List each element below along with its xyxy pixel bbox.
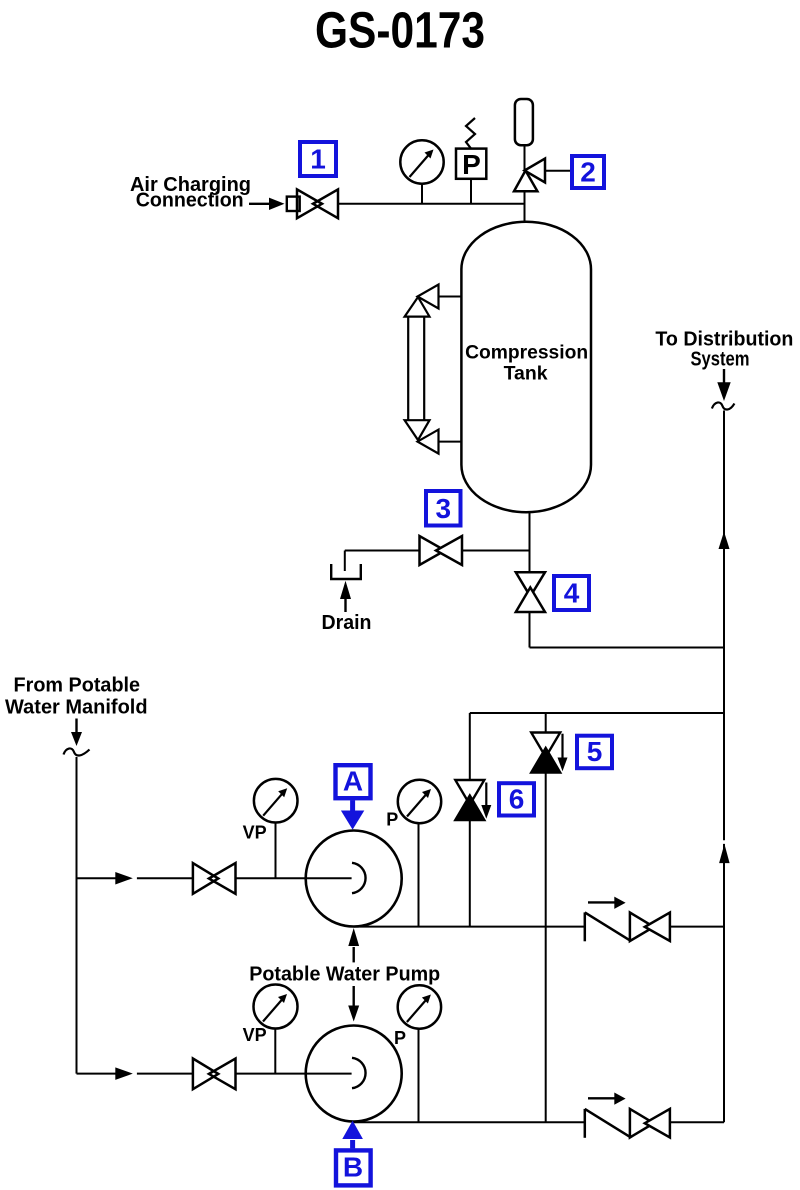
svg-text:B: B [343,1152,363,1183]
svg-text:5: 5 [587,736,603,767]
svg-text:3: 3 [436,493,452,524]
svg-text:A: A [343,766,363,797]
svg-text:Tank: Tank [504,362,548,384]
svg-text:To Distribution: To Distribution [655,328,793,350]
svg-text:Compression: Compression [465,342,588,364]
svg-text:VP: VP [243,1025,267,1045]
svg-text:From Potable: From Potable [14,675,141,697]
svg-text:VP: VP [243,823,267,843]
svg-text:2: 2 [580,157,596,188]
svg-text:Connection: Connection [136,190,244,212]
svg-text:Potable Water Pump: Potable Water Pump [249,964,440,986]
svg-text:Air Charging: Air Charging [130,174,251,196]
svg-text:P: P [386,809,398,829]
svg-text:System: System [691,349,750,371]
svg-text:1: 1 [310,144,326,175]
svg-text:Water Manifold: Water Manifold [5,697,148,719]
svg-text:P: P [394,1028,406,1048]
svg-text:P: P [462,149,481,180]
svg-text:Drain: Drain [322,612,372,634]
svg-text:6: 6 [509,784,525,815]
svg-text:4: 4 [564,578,580,609]
svg-text:GS-0173: GS-0173 [315,2,485,59]
